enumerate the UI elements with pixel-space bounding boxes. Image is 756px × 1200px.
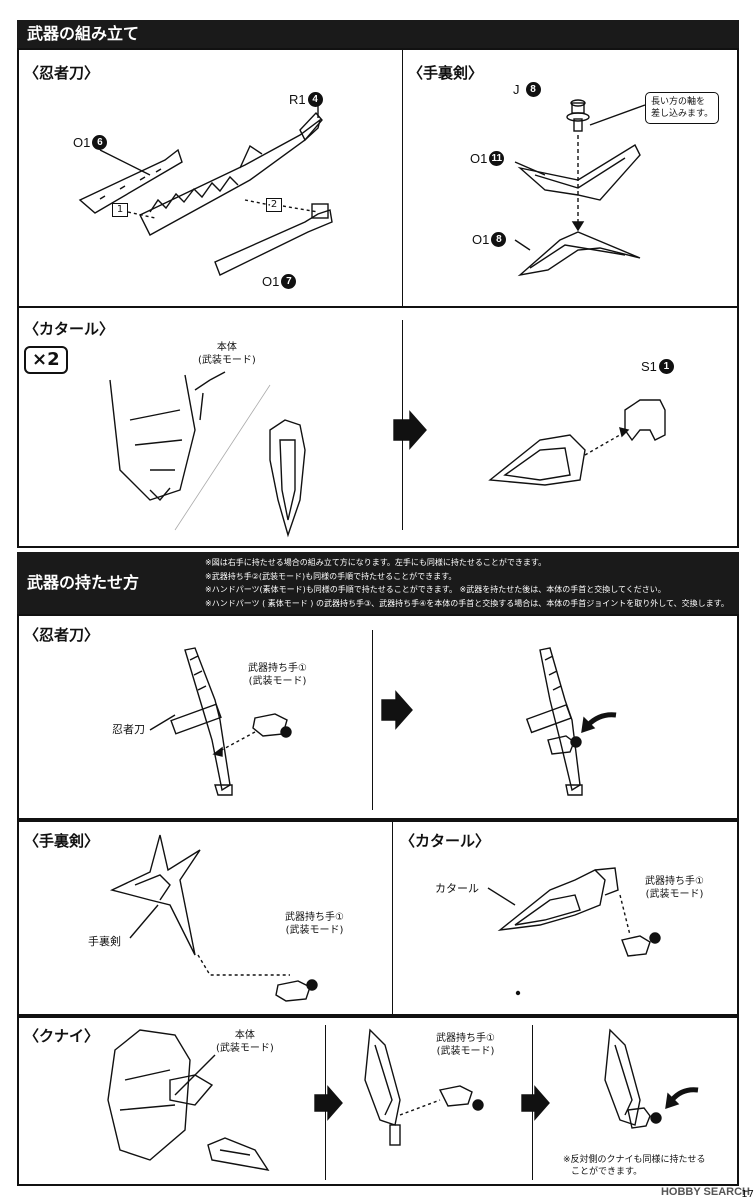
quantity-multiplier: ×2 [24,346,68,374]
holding-ninjato-frame [17,614,739,820]
watermark: HOBBY SEARCH [660,1186,750,1198]
shuriken-weapon-label: 手裏剣 [88,935,121,948]
shuriken-assembly-illustration [514,99,646,277]
holding-notes: ※図は右手に持たせる場合の組み立て方になります。左手にも同様に持たせることができ… [205,558,729,608]
step-marker-1: 1 [112,203,128,217]
kunai-note: ※反対側のクナイも同様に持たせることができます。 [563,1155,706,1177]
holding-shuriken-katar-frame [17,820,739,1016]
assembly-frame [17,48,739,548]
assembly-header: 武器の組み立て [17,20,739,48]
ninjato-assembly-title: 〈忍者刀〉 [24,64,100,82]
holding-header: 武器の持たせ方 [17,552,739,614]
katar-holding-title: 〈カタール〉 [400,832,491,850]
katar-hand-label: 武器持ち手①(武装モード) [645,876,704,900]
divider [402,50,403,306]
shuriken-holding-illustration [109,834,318,1002]
divider [372,630,373,810]
kunai-body-label: 本体(武装モード) [216,1030,274,1054]
divider [392,820,393,1016]
katar-holding-illustration [487,867,661,996]
ninjato-assembly-illustration [78,100,333,276]
holding-kunai-frame [17,1016,739,1186]
ninjato-weapon-label: 忍者刀 [112,723,145,736]
ninjato-holding-illustration [149,647,617,796]
katar-assembly-title: 〈カタール〉 [24,320,115,338]
ninjato-holding-title: 〈忍者刀〉 [24,626,100,644]
shuriken-holding-title: 〈手裏剣〉 [24,832,100,850]
katar-assembly-illustration [109,371,666,538]
kunai-holding-title: 〈クナイ〉 [24,1027,100,1045]
step-marker-2: 2 [266,198,282,212]
shuriken-assembly-note: 長い方の軸を差し込みます。 [645,92,720,124]
ninjato-hand-label: 武器持ち手①(武装モード) [248,663,307,687]
divider [17,306,739,308]
page-number: 17 [741,1189,754,1200]
shuriken-hand-label: 武器持ち手①(武装モード) [285,912,344,936]
shuriken-assembly-title: 〈手裏剣〉 [408,64,484,82]
katar-body-label: 本体(武装モード) [198,342,256,366]
kunai-hand-label: 武器持ち手①(武装モード) [436,1033,495,1057]
katar-weapon-label: カタール [435,882,479,895]
